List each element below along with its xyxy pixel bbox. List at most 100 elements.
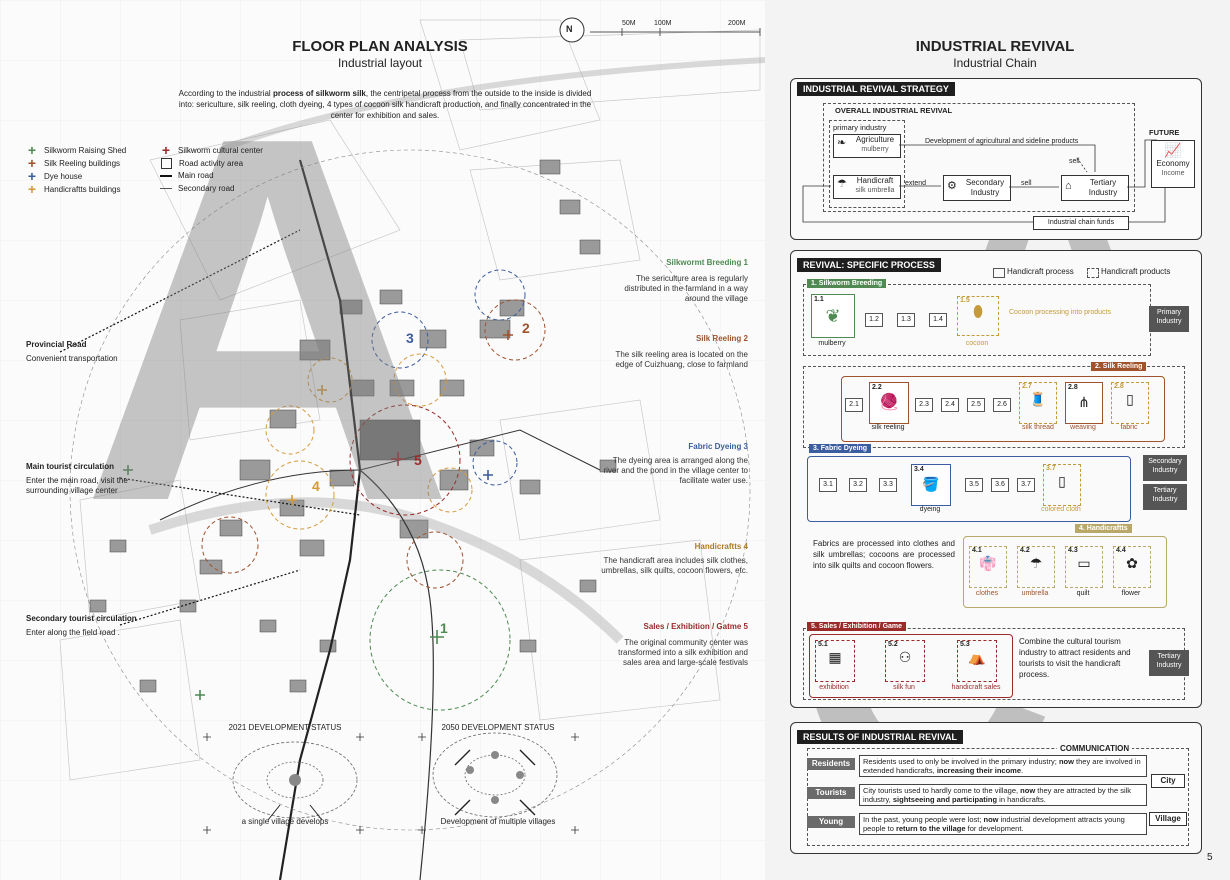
zone-title-5: Sales / Exhibition / Gatme 5: [643, 622, 748, 631]
legend-item: +Silkworm Raising Shed: [27, 142, 127, 158]
zone-title-1: Silkwormt Breeding 1: [666, 258, 748, 267]
map-zone-number-4: 4: [312, 478, 320, 494]
sales-stall-icon: ⛺: [968, 649, 986, 665]
primary-industry-tag: Primary Industry: [1149, 306, 1189, 332]
young-tag: Young: [807, 816, 855, 828]
page-title: FLOOR PLAN ANALYSIS: [292, 38, 468, 55]
products-legend-icon: [1087, 268, 1099, 278]
page-number: 5: [1207, 852, 1213, 863]
weaving-label: weaving: [1070, 424, 1096, 431]
communication-label: COMMUNICATION: [1057, 744, 1133, 753]
step-3-7: 3.7: [1017, 478, 1035, 492]
flower-label: flower: [1121, 590, 1141, 597]
tertiary-industry-box: ⌂ Tertiary Industry: [1061, 175, 1129, 201]
secondary-industry-tag: Secondary Industry: [1143, 455, 1187, 481]
handicraft-box: ☂ Handicraft silk umbrella: [833, 175, 901, 199]
plus-icon: +: [161, 142, 171, 158]
cocoon-processing-text: Cocoon processing into products: [1009, 309, 1111, 316]
fabric-dyeing-box: [807, 456, 1131, 522]
zone-title-4: Handicraftts 4: [694, 542, 748, 551]
note-text-provincial-road: Convenient transportation: [26, 354, 118, 363]
note-title-main-tourist: Main tourist circulation: [26, 462, 115, 471]
gear-icon: ⚙: [947, 180, 957, 192]
umbrella-step: 4.2 ☂: [1017, 546, 1055, 588]
residents-tag: Residents: [807, 758, 855, 770]
leaf-icon: ❧: [837, 137, 847, 149]
flower-step: 4.4 ✿: [1113, 546, 1151, 588]
leaf-icon: ❦: [825, 306, 841, 326]
step-3-2: 3.2: [849, 478, 867, 492]
status-2050-title: 2050 DEVELOPMENT STATUS: [441, 723, 555, 732]
primary-industry-label: primary industry: [833, 123, 887, 132]
silk-reeling-frame: [803, 366, 1185, 448]
silk-thread-step: 2.7 🧵: [1019, 382, 1057, 424]
tertiary-industry-tag: Tertiary Industry: [1143, 484, 1187, 510]
legend-item: Road activity area: [160, 158, 243, 169]
zone-title-3: Fabric Dyeing 3: [688, 442, 748, 451]
scale-label-200: 200M: [728, 20, 746, 27]
umbrella-label: umbrella: [1021, 590, 1049, 597]
legend-item: Secondary road: [160, 184, 234, 193]
chain-funds-box: Industrial chain funds: [1033, 216, 1129, 230]
fabric-roll-icon: ▯: [1126, 391, 1134, 407]
tourists-text: City tourists used to hardly come to the…: [859, 784, 1147, 806]
secondary-industry-box: ⚙ Secondary Industry: [943, 175, 1011, 201]
handicraft-sales-label: handicraft sales: [951, 684, 1001, 691]
legend-item: +Silk Reeling buildings: [27, 155, 121, 171]
primary-industry-frame: [829, 120, 905, 208]
quilt-icon: ▭: [1077, 555, 1091, 571]
exhibition-icon: ▦: [828, 649, 842, 665]
note-title-provincial-road: Provincial Road: [26, 340, 87, 349]
scale-label-100: 100M: [654, 20, 672, 27]
silk-thread-label: silk thread: [1022, 424, 1054, 431]
people-icon: ⚇: [898, 649, 912, 665]
sell-label: sell: [1069, 158, 1080, 165]
residents-text: Residents used to only be involved in th…: [859, 755, 1147, 777]
sell-label: sell: [1021, 180, 1032, 187]
results-tab: RESULTS OF INDUSTRIAL REVIVAL: [797, 730, 964, 744]
zone-text-5: The original community center was transf…: [618, 638, 748, 667]
step-3-6: 3.6: [991, 478, 1009, 492]
overall-revival-frame: [823, 103, 1135, 212]
s4-tag: 4. Handicraftts: [1075, 524, 1132, 533]
legend-item: +Silkworm cultural center: [161, 142, 263, 158]
dye-pot-icon: 🪣: [922, 476, 940, 492]
flower-icon: ✿: [1126, 555, 1138, 571]
shop-icon: ⌂: [1065, 180, 1072, 192]
spool-icon: 🧶: [879, 394, 899, 411]
step-3-5: 3.5: [965, 478, 983, 492]
zone-text-2: The silk reeling area is located on the …: [615, 350, 748, 369]
silk-fun-label: silk fun: [893, 684, 915, 691]
secondary-road-line-icon: [160, 188, 172, 189]
scale-label-50: 50M: [622, 20, 636, 27]
loom-icon: ⋔: [1078, 394, 1090, 410]
clothes-label: clothes: [975, 590, 999, 597]
sales-box: [809, 634, 1013, 698]
step-3-1: 3.1: [819, 478, 837, 492]
step-1-2: 1.2: [865, 313, 883, 327]
thread-icon: 🧵: [1029, 391, 1047, 407]
colored-cloth-label: colored cloth: [1041, 506, 1081, 513]
fabric-label: fabric: [1120, 424, 1138, 431]
quilt-step: 4.3 ▭: [1065, 546, 1103, 588]
step-2-5: 2.5: [967, 398, 985, 412]
square-icon: [161, 158, 172, 169]
products-legend-label: Handicraft products: [1101, 267, 1171, 276]
plus-icon: +: [27, 181, 37, 197]
exhibition-step: 5.1 ▦: [815, 640, 855, 682]
strategy-arrows: [802, 139, 1166, 223]
tertiary-industry-tag: Tertiary Industry: [1149, 650, 1189, 676]
strategy-panel: [790, 78, 1202, 240]
handicrafts-text: Fabrics are processed into clothes and s…: [813, 539, 955, 570]
silk-reeling-step: 2.2 🧶: [869, 382, 909, 424]
map-zone-number-1: 1: [440, 620, 448, 636]
mulberry-step-box: 1.1 ❦: [811, 294, 855, 338]
process-tab: REVIVAL: SPECIFIC PROCESS: [797, 258, 941, 272]
development-text: Development of agricultural and sideline…: [925, 138, 1079, 145]
growth-chart-icon: 📈: [1164, 142, 1182, 158]
step-1-3: 1.3: [897, 313, 915, 327]
page-title: INDUSTRIAL REVIVAL: [915, 38, 1075, 55]
overall-revival-label: OVERALL INDUSTRIAL REVIVAL: [835, 106, 953, 115]
note-title-secondary-tourist: Secondary tourist circulation: [26, 614, 137, 623]
status-2050-caption: Development of multiple villages: [440, 817, 556, 826]
